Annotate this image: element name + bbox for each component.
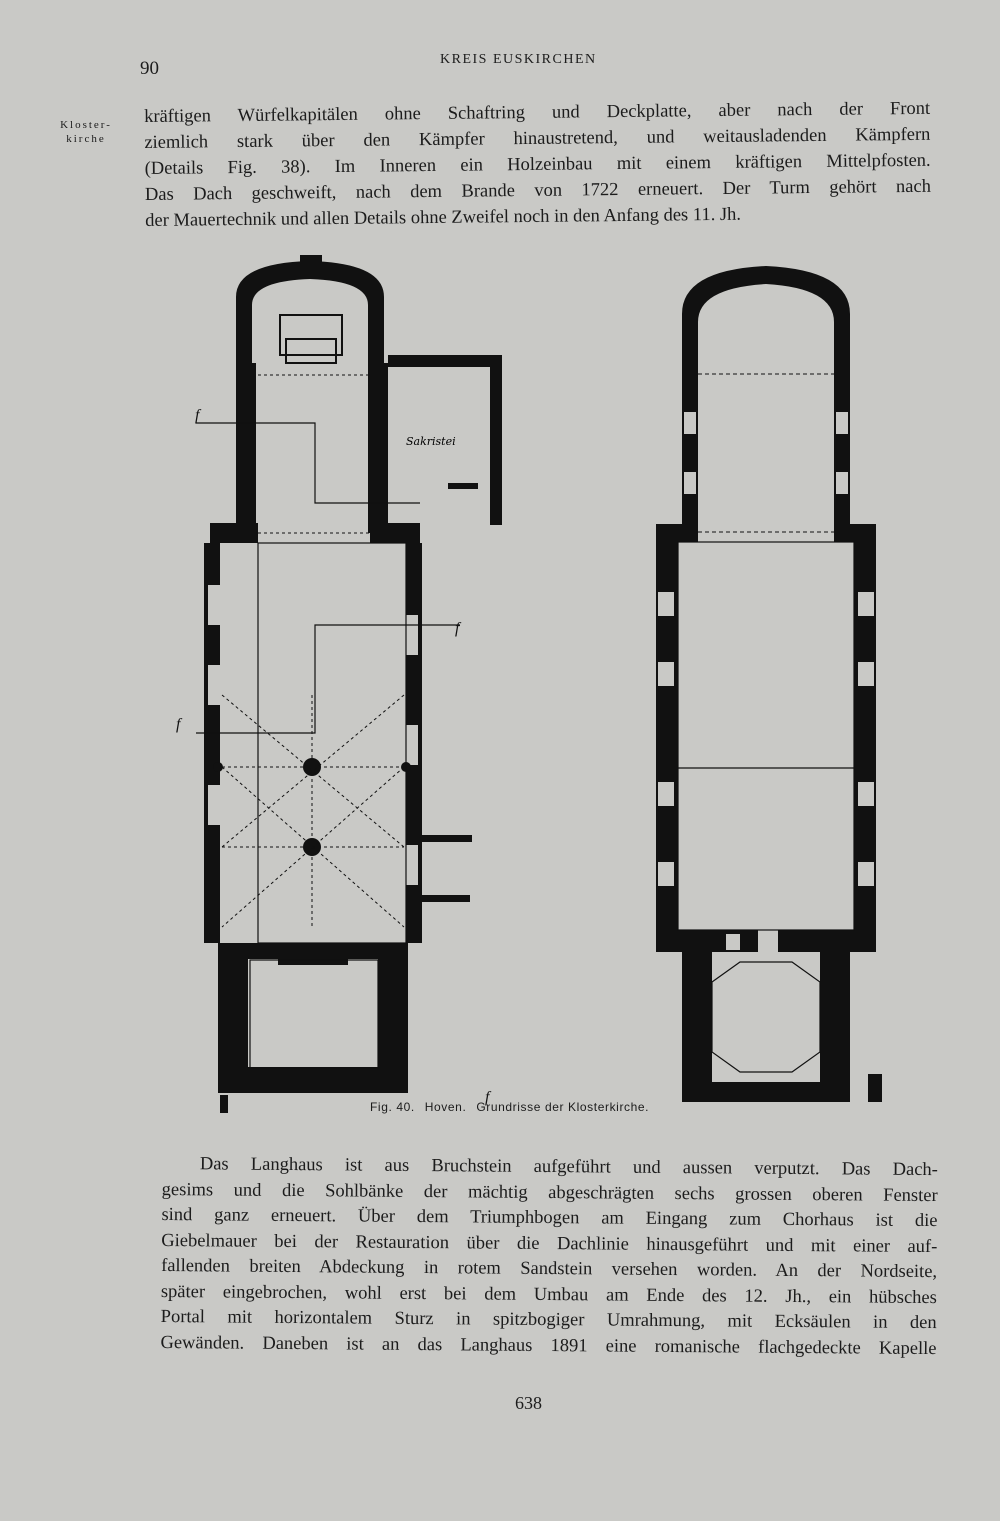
text-line: Gewänden. Daneben ist an das Langhaus 18… (160, 1332, 937, 1359)
page-number: 90 (140, 58, 159, 79)
floor-plan-simple (656, 266, 882, 1102)
margin-note-line: kirche (66, 133, 106, 145)
margin-note-line: Kloster- (60, 119, 112, 131)
apse-wall (682, 266, 850, 370)
section-mark: f (176, 716, 183, 733)
floor-plan-detailed: Sakristei f f f f (176, 255, 502, 1113)
sacristy-label: Sakristei (406, 435, 456, 448)
bottom-paragraph: Das Langhaus ist aus Bruchstein aufgefüh… (160, 1152, 938, 1362)
margin-note: Kloster- kirche (46, 118, 126, 146)
section-mark: f (195, 407, 202, 424)
section-mark: f (455, 620, 462, 637)
running-head: KREIS EUSKIRCHEN (440, 52, 597, 67)
top-paragraph: kräftigen Würfelkapitälen ohne Schaftrin… (144, 96, 931, 234)
figure-number: Fig. 40. (370, 1100, 415, 1114)
section-mark: f (485, 1089, 492, 1106)
figure-title: Grundrisse der Klosterkirche. (476, 1100, 650, 1114)
folio-number: 638 (515, 1393, 542, 1413)
apse-wall (236, 261, 384, 363)
figure-place: Hoven. (424, 1100, 467, 1114)
figure-caption: Fig. 40. Hoven. Grundrisse der Klosterki… (370, 1100, 710, 1114)
